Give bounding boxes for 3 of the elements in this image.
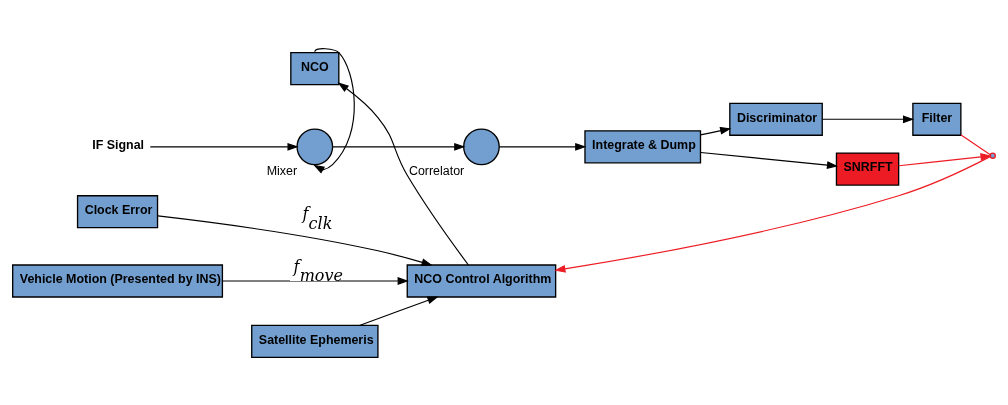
node-label: Correlator xyxy=(408,163,465,178)
node-label: Mixer xyxy=(266,163,298,178)
node-text: IF Signal xyxy=(92,137,145,152)
